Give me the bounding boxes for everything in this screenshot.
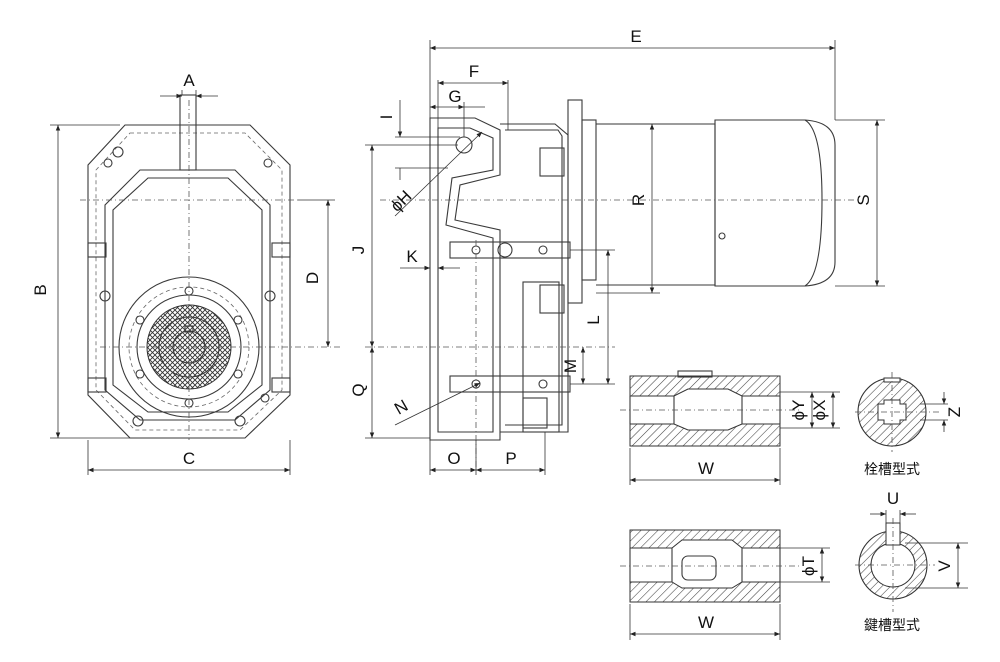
label-Y: ϕY (789, 400, 808, 421)
label-B: B (31, 284, 50, 295)
label-P: P (505, 449, 516, 468)
label-G: G (448, 87, 461, 106)
keyway-end-view (855, 510, 968, 612)
label-J: J (349, 246, 368, 255)
label-D: D (303, 272, 322, 284)
label-S: S (854, 194, 873, 205)
label-T: ϕT (799, 556, 818, 576)
caption-spline-type: 栓槽型式 (864, 462, 920, 478)
label-Z: Z (945, 407, 964, 417)
label-E: E (630, 27, 641, 46)
side-view (365, 99, 860, 470)
label-H: ϕH (387, 187, 416, 216)
label-A: A (183, 71, 195, 90)
front-view (80, 94, 340, 440)
side-view-dimensions (365, 40, 885, 475)
label-K: K (406, 247, 418, 266)
label-I: I (377, 115, 396, 120)
spline-end-view (855, 372, 948, 452)
label-C: C (183, 449, 195, 468)
spline-bore-section (620, 370, 840, 485)
caption-keyway-type: 鍵槽型式 (864, 618, 920, 634)
label-W-keyway: W (698, 613, 714, 632)
label-W-spline: W (698, 459, 714, 478)
label-X: ϕX (810, 400, 829, 421)
keyway-bore-section (620, 529, 830, 640)
label-M: M (561, 359, 580, 373)
label-F: F (469, 62, 479, 81)
dimension-labels: A B C D E F G ϕH I J K L M N O P Q R S ϕ… (31, 27, 964, 634)
front-view-dimensions (50, 90, 335, 475)
label-L: L (584, 315, 603, 324)
label-Q: Q (349, 383, 368, 396)
label-N: N (391, 396, 411, 419)
label-U: U (887, 489, 899, 508)
label-R: R (629, 194, 648, 206)
label-V: V (935, 560, 954, 572)
label-O: O (447, 449, 460, 468)
